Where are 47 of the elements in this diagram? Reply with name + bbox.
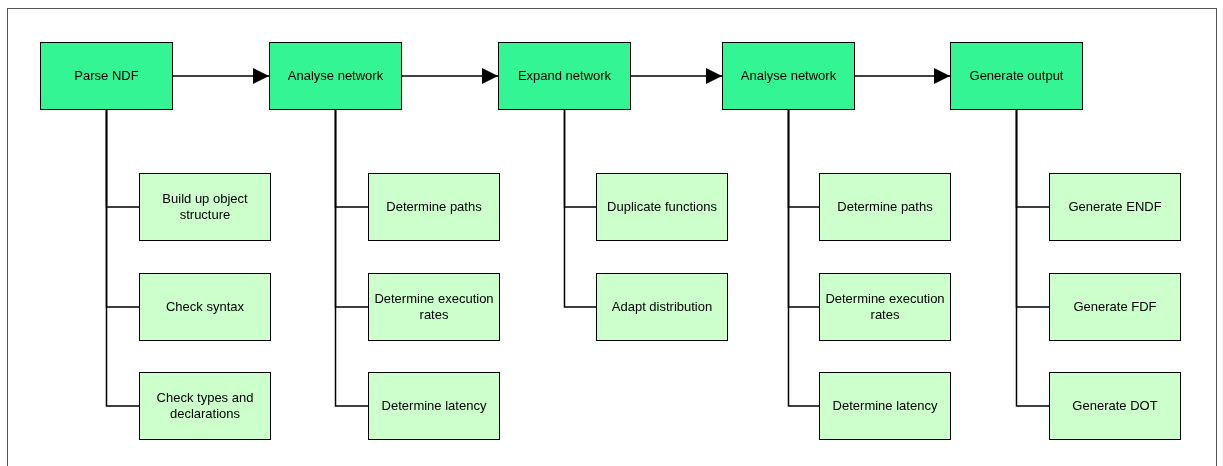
subtask-box: [139, 372, 271, 440]
box-label: Determine latency: [832, 398, 938, 414]
box-label: Build up object structure: [161, 191, 249, 223]
connector-line: [105, 109, 140, 407]
subtask-box: [1049, 273, 1181, 341]
subtask-box: [139, 173, 271, 241]
box-label: Determine execution rates: [373, 291, 495, 323]
box-label: Duplicate functions: [607, 199, 717, 215]
subtask-box: [596, 173, 728, 241]
box-label: Determine latency: [381, 398, 487, 414]
box-label: Analyse network: [740, 68, 837, 84]
subtask-box: [1049, 372, 1181, 440]
box-label: Generate DOT: [1072, 398, 1158, 414]
process-box: [498, 42, 631, 110]
subtask-box: [1049, 173, 1181, 241]
arrow: [172, 68, 270, 84]
arrow: [401, 68, 499, 84]
box-label: Check types and declarations: [155, 390, 255, 422]
connector-line: [1015, 109, 1050, 407]
box-label: Determine paths: [837, 199, 933, 215]
connector-line: [787, 109, 820, 407]
subtask-box: [368, 173, 500, 241]
process-box: [722, 42, 855, 110]
connector-line: [563, 109, 597, 308]
connector-line: [334, 109, 369, 407]
arrow: [630, 68, 723, 84]
process-box: [950, 42, 1083, 110]
arrow: [854, 68, 951, 84]
box-label: Generate output: [969, 68, 1064, 84]
box-label: Adapt distribution: [611, 299, 713, 315]
box-label: Determine execution rates: [824, 291, 946, 323]
subtask-box: [139, 273, 271, 341]
box-label: Analyse network: [287, 68, 384, 84]
subtask-box: [819, 372, 951, 440]
process-box: [269, 42, 402, 110]
box-label: Expand network: [517, 68, 612, 84]
box-label: Generate FDF: [1073, 299, 1157, 315]
box-label: Check syntax: [165, 299, 244, 315]
box-label: Generate ENDF: [1068, 199, 1162, 215]
subtask-box: [819, 273, 951, 341]
process-box: [40, 42, 173, 110]
subtask-box: [368, 273, 500, 341]
subtask-box: [596, 273, 728, 341]
box-label: Parse NDF: [74, 68, 139, 84]
subtask-box: [819, 173, 951, 241]
subtask-box: [368, 372, 500, 440]
box-label: Determine paths: [386, 199, 482, 215]
